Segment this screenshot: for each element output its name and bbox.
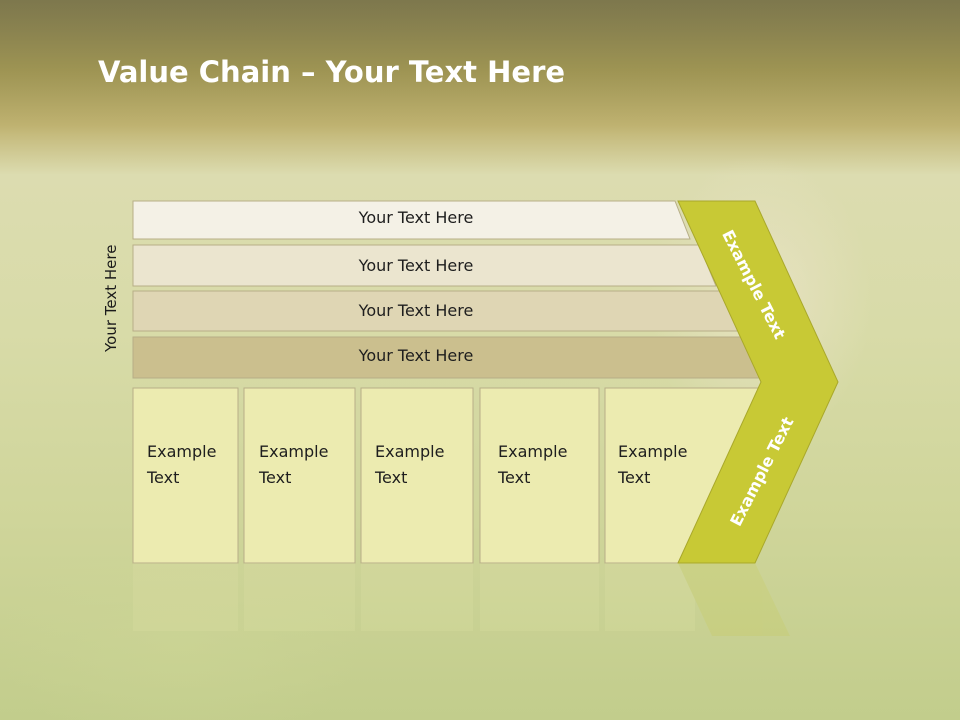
slide-title: Value Chain – Your Text Here xyxy=(98,55,565,89)
bar-2-shape xyxy=(132,244,717,287)
bar-1-shape xyxy=(132,200,691,240)
reflection-chevron xyxy=(678,563,790,636)
bar-3-label: Your Text Here xyxy=(358,301,474,320)
chevron-arrow-shape xyxy=(677,200,839,564)
box-1-shape xyxy=(132,387,239,564)
box-2-label: Example Text xyxy=(259,442,329,487)
reflection-box-3 xyxy=(361,563,473,631)
box-1-label: Example Text xyxy=(147,442,217,487)
reflection-box-5 xyxy=(605,563,695,631)
title-rest: – Your Text Here xyxy=(290,55,566,89)
box-4-label: Example Text xyxy=(498,442,568,487)
bar-1-label: Your Text Here xyxy=(358,208,474,227)
bar-4-label: Your Text Here xyxy=(358,346,474,365)
box-3-shape xyxy=(360,387,474,564)
title-bold: Value Chain xyxy=(98,55,291,89)
reflection-box-1 xyxy=(133,563,238,631)
bar-2-label: Your Text Here xyxy=(358,256,474,275)
box-5-label: Example Text xyxy=(618,442,688,487)
reflection-box-4 xyxy=(480,563,599,631)
box-2-shape xyxy=(243,387,356,564)
reflection-box-2 xyxy=(244,563,355,631)
box-3-label: Example Text xyxy=(375,442,445,487)
box-4-shape xyxy=(479,387,600,564)
title-band xyxy=(0,0,960,135)
